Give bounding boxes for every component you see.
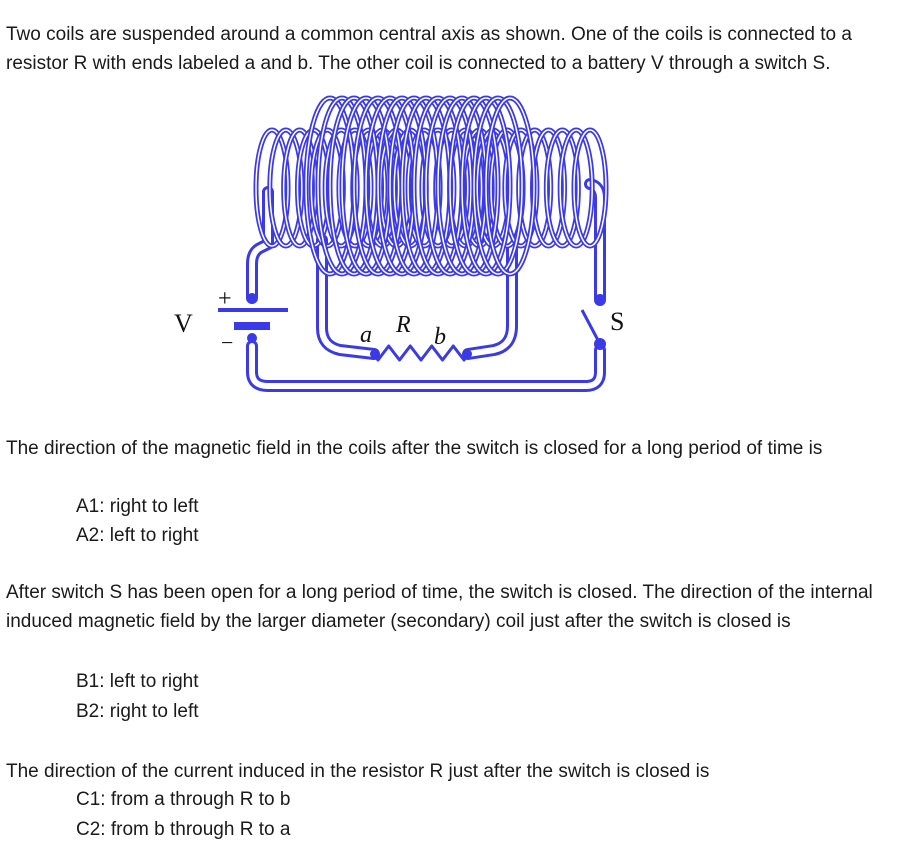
inner-lead-left-core <box>319 237 377 357</box>
inner-coil <box>303 95 537 277</box>
resistor-label: R <box>395 312 411 338</box>
question-b-text: After switch S has been open for a long … <box>6 582 873 632</box>
inner-coil-turn-highlight <box>461 97 511 275</box>
resistor-terminal-b <box>464 350 472 358</box>
battery-loop-bottom-core <box>249 343 603 389</box>
outer-coil-turn-highlight <box>517 129 552 247</box>
option-b1: B1: left to right <box>76 671 199 692</box>
outer-coil-turn-highlight <box>504 129 538 247</box>
circuit-wires <box>246 178 606 392</box>
option-c2: C2: from b through R to a <box>76 819 291 840</box>
resistor-end-a-label: a <box>360 322 372 348</box>
battery-to-outer-coil-core <box>249 189 271 301</box>
battery-symbol <box>218 293 288 343</box>
option-c1: C1: from a through R to b <box>76 789 291 810</box>
outer-coil-turn-highlight <box>269 129 303 247</box>
battery-minus-label: − <box>221 330 233 355</box>
battery-plus-label: + <box>218 286 232 312</box>
outer-coil-turn-highlight <box>573 129 607 247</box>
question-c-text: The direction of the current induced in … <box>6 761 710 782</box>
switch-blade <box>580 309 602 345</box>
battery-terminal-bottom <box>247 333 257 343</box>
resistor-terminal-a <box>370 350 378 358</box>
coil-circuit-diagram: V + − a R b S <box>160 88 640 408</box>
intro-text: Two coils are suspended around a common … <box>6 24 852 74</box>
inner-coil-turn-highlight <box>485 97 535 275</box>
switch-label: S <box>610 307 624 336</box>
outer-coil-turn-highlight <box>421 129 455 247</box>
resistor-end-b-label: b <box>434 324 446 350</box>
inner-coil-turn-highlight <box>449 97 499 275</box>
outer-coil-turn-highlight <box>324 129 358 247</box>
coil-diagram-svg: V + − a R b S <box>174 95 624 392</box>
outer-coil-turn-highlight <box>255 129 289 247</box>
battery-terminal-top <box>247 293 257 303</box>
resistor-line <box>372 344 470 362</box>
inner-coil-turn-highlight <box>473 97 523 275</box>
switch-symbol <box>580 294 606 350</box>
switch-contact-top <box>594 294 606 306</box>
outer-coil-turn-highlight <box>545 129 580 247</box>
resistor-zigzag <box>370 344 472 362</box>
option-b2: B2: right to left <box>76 701 199 722</box>
inner-lead-right-core <box>465 245 515 357</box>
option-a1: A1: right to left <box>76 496 199 517</box>
option-a2: A2: left to right <box>76 525 199 546</box>
outer-coil-turn-highlight <box>559 129 593 247</box>
outer-coil-turn-highlight <box>338 129 372 247</box>
question-a-text: The direction of the magnetic field in t… <box>6 438 823 459</box>
battery-label: V <box>174 309 193 338</box>
